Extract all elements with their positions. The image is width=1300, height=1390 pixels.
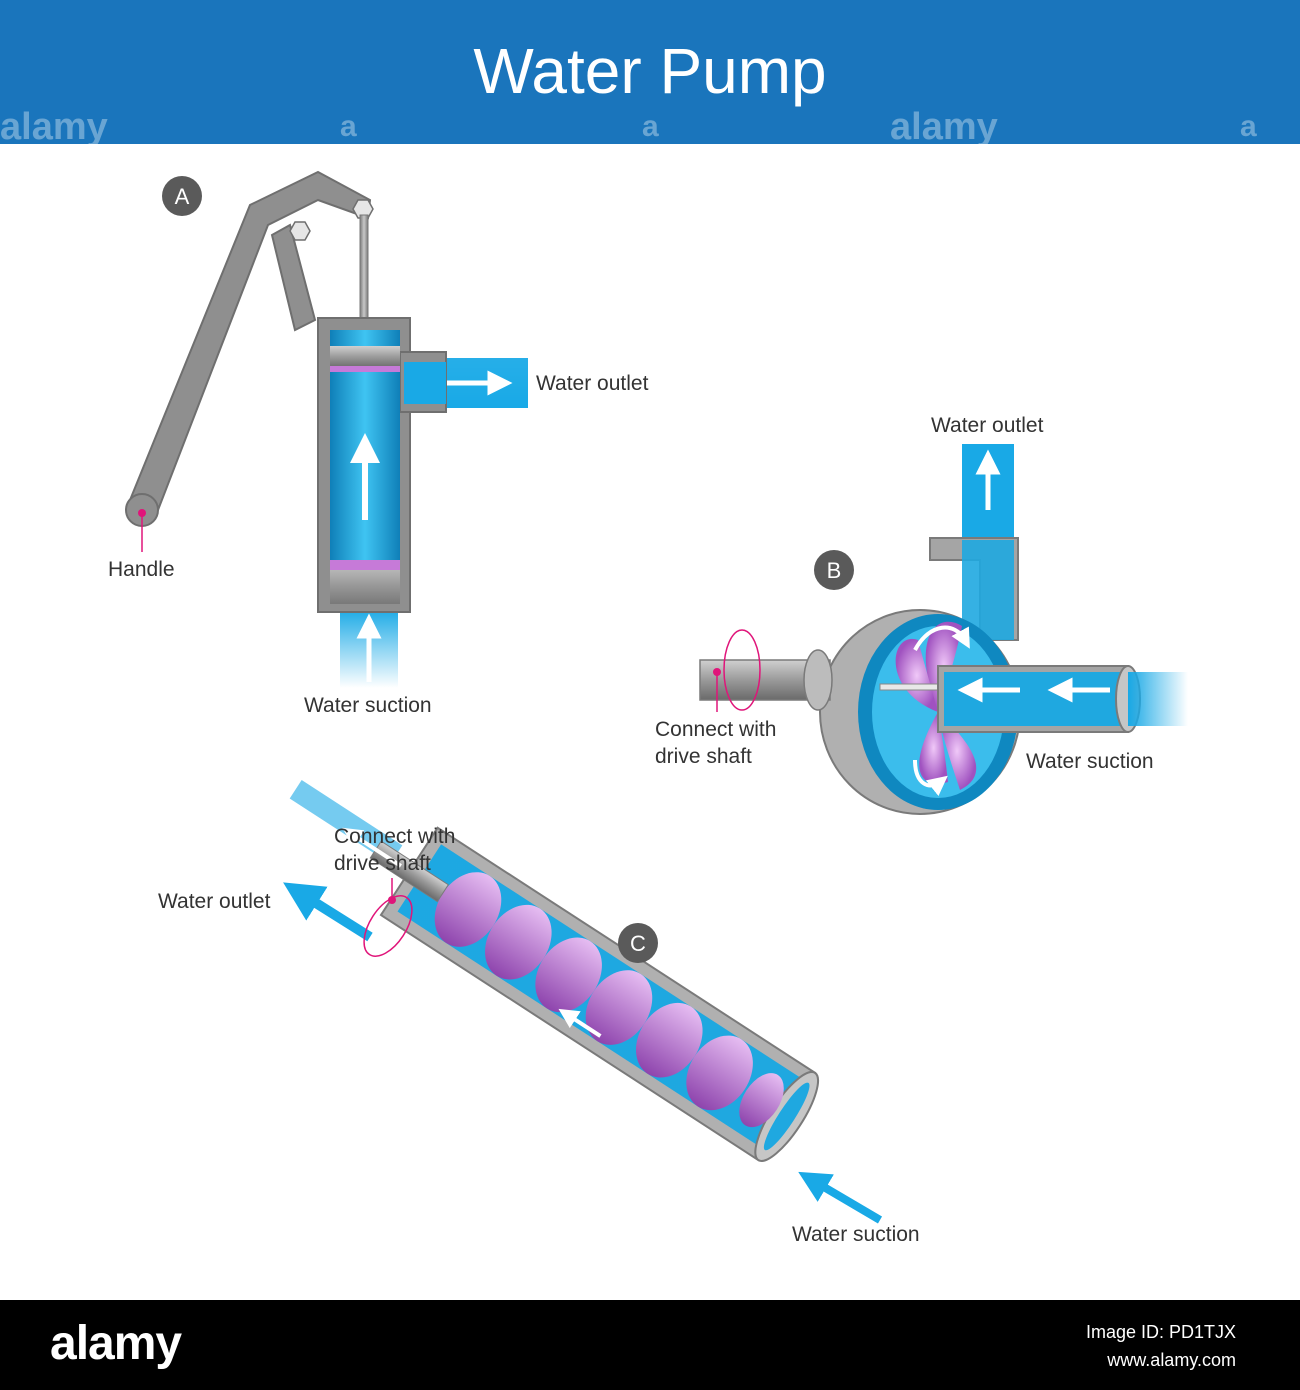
image-id-text: Image ID: PD1TJX [1085, 1322, 1236, 1342]
site-url-text: www.alamy.com [1107, 1350, 1236, 1370]
label-b-drive-shaft-line2: drive shaft [655, 745, 752, 768]
hand-pump-a [125, 170, 528, 688]
watermark-text: alamy [0, 106, 108, 148]
label-c-water-outlet: Water outlet [158, 890, 271, 913]
header-banner: Water Pump alamy a a alamy a [0, 0, 1300, 148]
badge-b: B [814, 550, 854, 590]
alamy-logo: alamy [50, 1317, 182, 1370]
badge-c-label: C [630, 931, 646, 956]
badge-b-label: B [827, 558, 842, 583]
label-c-drive-shaft-line1: Connect with [334, 825, 455, 848]
badge-a-label: A [175, 184, 190, 209]
badge-c: C [618, 923, 658, 963]
watermark-text: a [1240, 110, 1257, 143]
page-title: Water Pump [473, 35, 827, 107]
label-b-water-outlet: Water outlet [931, 414, 1044, 437]
watermark-text: a [642, 110, 659, 143]
footer-bar: alamy Image ID: PD1TJX www.alamy.com [0, 1300, 1300, 1390]
label-b-drive-shaft-line1: Connect with [655, 718, 776, 741]
screw-pump-c [283, 780, 883, 1224]
watermark-text: alamy [890, 106, 998, 148]
label-a-water-outlet: Water outlet [536, 372, 649, 395]
label-a-water-suction: Water suction [304, 694, 432, 717]
pump-diagram: A B C Water outlet Handle Water suction … [108, 170, 1188, 1246]
label-c-water-suction: Water suction [792, 1223, 920, 1246]
screw-flights [434, 872, 784, 1128]
watermark-text: a [340, 110, 357, 143]
label-a-handle: Handle [108, 558, 175, 581]
badge-a: A [162, 176, 202, 216]
label-c-drive-shaft-line2: drive shaft [334, 852, 431, 875]
centrifugal-pump-b [699, 444, 1188, 815]
label-b-water-suction: Water suction [1026, 750, 1154, 773]
